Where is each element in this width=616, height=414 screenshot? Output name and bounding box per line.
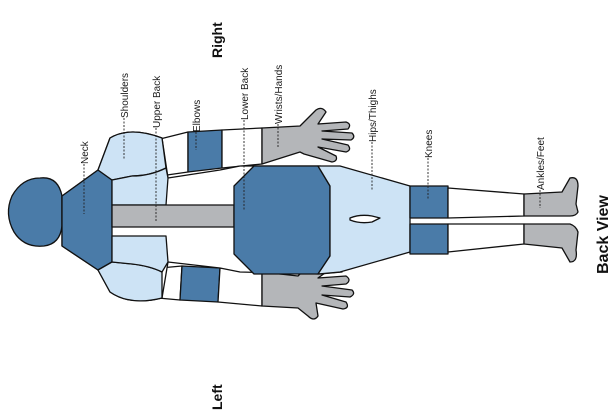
right-ankle-foot-region xyxy=(524,178,578,216)
left-side-label: Left xyxy=(209,384,225,410)
elbows-label: Elbows xyxy=(192,100,203,132)
lower-back-label: Lower Back xyxy=(240,67,251,120)
right-elbow-region xyxy=(188,130,222,172)
view-title: Back View xyxy=(595,195,612,274)
neck-label: Neck xyxy=(80,140,91,164)
right-forearm xyxy=(222,128,262,168)
wrists-hands-label: Wrists/Hands xyxy=(274,65,285,124)
right-lower-leg xyxy=(448,188,524,218)
upper-back-label: Upper Back xyxy=(152,75,163,128)
head xyxy=(8,178,62,246)
left-ankle-foot-region xyxy=(524,224,578,262)
knees-label: Knees xyxy=(424,130,435,158)
spine-region xyxy=(112,205,234,227)
right-knee-region xyxy=(410,186,448,218)
lower-back-region xyxy=(234,166,330,274)
left-elbow-region xyxy=(180,266,220,302)
neck-region xyxy=(62,170,112,270)
shoulders-label: Shoulders xyxy=(120,73,131,118)
left-lower-leg xyxy=(448,224,524,252)
right-side-label: Right xyxy=(209,22,225,58)
ankles-feet-label: Ankles/Feet xyxy=(536,137,547,190)
hips-thighs-label: Hips/Thighs xyxy=(368,89,379,142)
left-knee-region xyxy=(410,224,448,254)
